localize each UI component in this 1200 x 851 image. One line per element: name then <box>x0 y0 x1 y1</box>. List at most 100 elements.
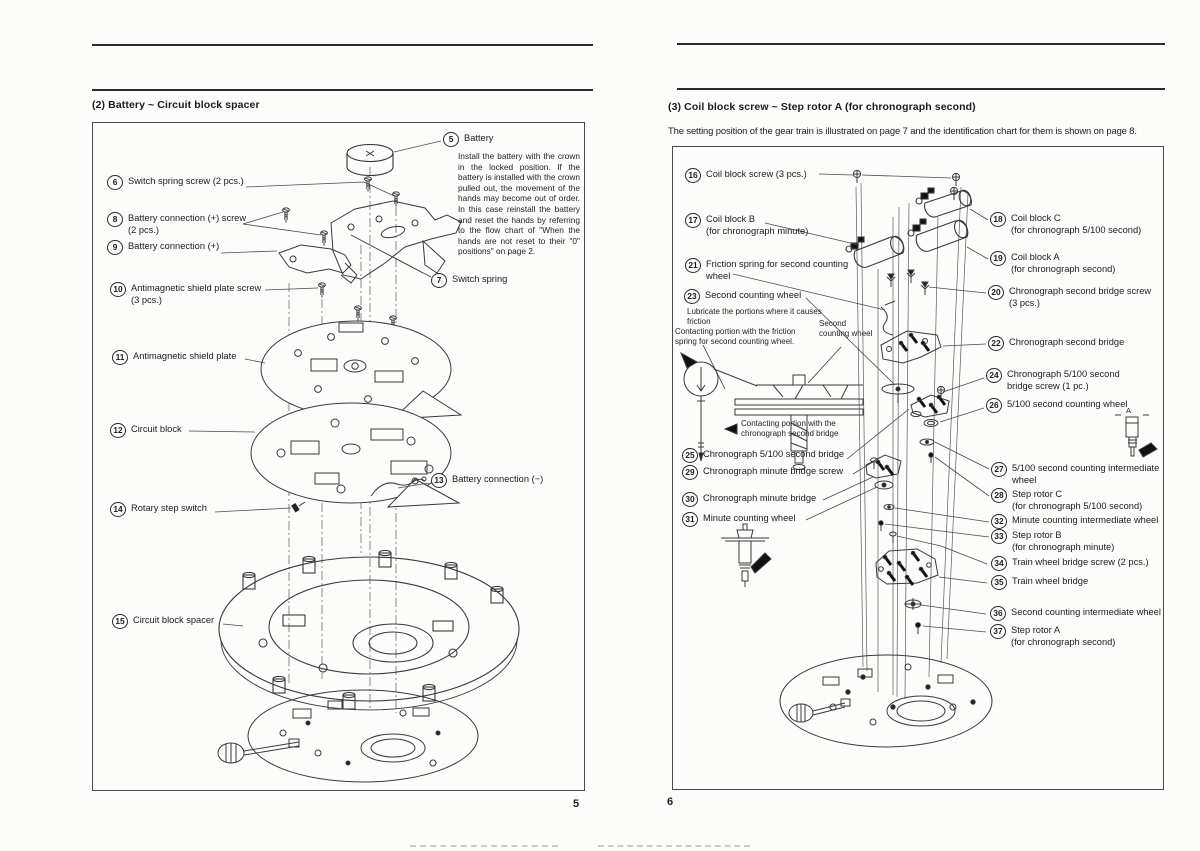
part-number: 13 <box>431 473 447 488</box>
chrono-second-bridge-drawing <box>880 330 942 364</box>
leader-lines-left <box>188 140 442 627</box>
part-text: Battery <box>464 133 494 143</box>
scan-artifact-left <box>410 845 558 847</box>
exploded-diagram-right <box>680 169 1158 748</box>
part-number: 5 <box>443 132 459 147</box>
minute-wheel-icon <box>721 523 772 587</box>
second-counting-intermediate-wheel-drawing <box>904 598 922 610</box>
chrono-5100-bridge-drawing <box>910 393 950 418</box>
part-label-14: 14 Rotary step switch <box>110 502 207 517</box>
battery-connection-minus-drawing <box>370 476 427 497</box>
crown-drawing-left <box>217 738 300 764</box>
part-number: 29 <box>682 465 698 480</box>
minute-counting-wheel <box>874 480 894 490</box>
part-number: 23 <box>684 289 700 304</box>
part-text: Chronograph second bridge screw(3 pcs.) <box>1009 286 1152 308</box>
part-text: Circuit block spacer <box>133 615 215 625</box>
part-number: 27 <box>991 462 1007 477</box>
coil-block-screws <box>852 169 961 201</box>
part-number: 16 <box>685 168 701 183</box>
icon-letter-a: A <box>1126 406 1132 415</box>
part-number: 6 <box>107 175 123 190</box>
part-text: Coil block C(for chronograph 5/100 secon… <box>1011 213 1142 235</box>
contact-bridge-note: Contacting portion with the chronograph … <box>741 419 839 438</box>
part-number: 14 <box>110 502 126 517</box>
part-text: Chronograph minute bridge <box>703 493 817 503</box>
part-text: Circuit block <box>131 424 182 434</box>
top-rule-right-2 <box>677 88 1165 90</box>
part-number: 36 <box>990 606 1006 621</box>
part-text: Train wheel bridge <box>1012 576 1089 586</box>
step-rotor-a-drawing <box>915 622 921 634</box>
hundredth-wheel-icon <box>1115 414 1158 458</box>
intro-text-right: The setting position of the gear train i… <box>668 125 1137 136</box>
part-text: Second counting wheel <box>705 290 802 300</box>
guide-lines-right <box>855 182 969 700</box>
part-text: Antimagnetic shield plate screw(3 pcs.) <box>131 283 262 305</box>
black-arrow-left <box>723 423 738 435</box>
part-text: Battery connection (−) <box>452 474 544 484</box>
top-rule-left-1 <box>92 44 593 46</box>
switch-spring-drawing <box>330 200 462 280</box>
train-bridge-screw <box>889 531 897 543</box>
part-label-23: 23 Second counting wheel <box>684 289 801 304</box>
part-text: Switch spring screw (2 pcs.) <box>128 176 244 186</box>
part-text: 5/100 second counting wheel <box>1007 399 1128 409</box>
part-number: 24 <box>986 368 1002 383</box>
page-number-left: 5 <box>573 798 580 810</box>
chrono-minute-bridge-drawing <box>865 454 902 479</box>
part-number: 19 <box>990 251 1006 266</box>
part-text: Step rotor A(for chronograph second) <box>1011 625 1116 647</box>
train-wheel-bridge-drawing <box>875 548 939 587</box>
part-number: 8 <box>107 212 123 227</box>
black-arrow-icon <box>750 552 772 574</box>
part-number: 11 <box>112 350 128 365</box>
part-label-7: 7 Switch spring <box>431 273 507 288</box>
part-number: 7 <box>431 273 447 288</box>
spacer-posts <box>242 549 504 710</box>
part-text: Battery connection (+) <box>128 241 220 251</box>
step-rotor-c-drawing <box>928 452 934 463</box>
part-number: 37 <box>990 624 1006 639</box>
part-text: Coil block B(for chronograph minute) <box>706 214 809 236</box>
contact-friction-note: Contacting portion with the friction spr… <box>675 327 796 346</box>
movement-drawing-right <box>779 654 993 748</box>
part-text: Rotary step switch <box>131 503 207 513</box>
part-number: 26 <box>986 398 1002 413</box>
movement-drawing-left <box>217 689 479 783</box>
top-rule-right-1 <box>677 43 1165 45</box>
part-number: 25 <box>682 448 698 463</box>
crown-drawing-right <box>788 698 851 723</box>
cross-section-drawing <box>734 374 864 470</box>
part-number: 12 <box>110 423 126 438</box>
part-number: 31 <box>682 512 698 527</box>
part-text: Chronograph second bridge <box>1009 337 1125 347</box>
part-text: Antimagnetic shield plate <box>133 351 237 361</box>
battery-drawing <box>346 143 394 177</box>
wheel-27 <box>919 438 935 446</box>
part-text: Step rotor B(for chronograph minute) <box>1012 530 1115 552</box>
part-number: 20 <box>988 285 1004 300</box>
part-label-20: 20 Chronograph second bridge screw(3 pcs.… <box>988 285 1151 309</box>
battery-connection-plus-drawing <box>278 244 358 284</box>
part-text: Switch spring <box>452 274 508 284</box>
